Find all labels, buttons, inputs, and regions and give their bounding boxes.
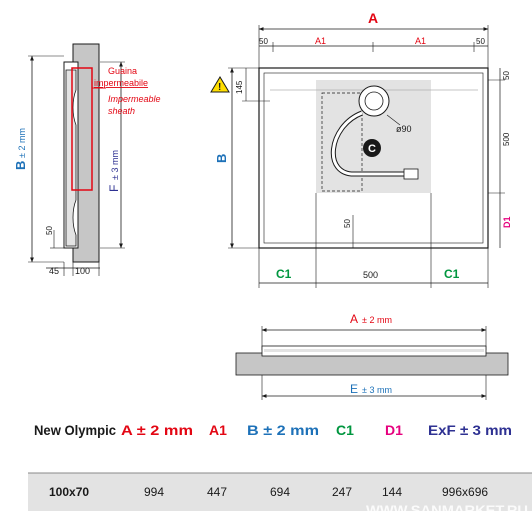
cell-a1: 447 xyxy=(207,485,227,499)
side-dim-50: 50 xyxy=(45,226,54,235)
side-f-label: F xyxy=(107,185,121,192)
front-e-tolerance: ± 3 mm xyxy=(362,385,392,395)
drain-letter: C xyxy=(368,143,376,155)
cell-exf: 996x696 xyxy=(442,485,488,499)
side-dim-100: 100 xyxy=(75,266,90,276)
drain-coupling xyxy=(403,168,419,180)
drain-marker xyxy=(363,139,381,157)
cell-d1: 144 xyxy=(382,485,402,499)
header-a: A ± 2 mm xyxy=(121,422,193,438)
cell-b: 694 xyxy=(270,485,290,499)
header-name: New Olympic xyxy=(34,422,116,438)
side-b-label: B xyxy=(13,161,28,170)
guaina-label: Guaina xyxy=(108,66,137,76)
side-b-tolerance: ± 2 mm xyxy=(17,128,27,158)
top-c1-left: C1 xyxy=(276,267,292,281)
watermark: WWW.SANMARKET.RU xyxy=(366,502,528,518)
front-view: A ± 2 mm E ± 3 mm xyxy=(235,312,509,400)
header-b: B ± 2 mm xyxy=(247,422,319,438)
svg-text:!: ! xyxy=(218,82,221,93)
table-row-background xyxy=(28,473,532,511)
top-dim-50-right: 50 xyxy=(476,37,485,46)
front-a-tolerance: ± 2 mm xyxy=(362,315,392,325)
top-a1-right: A1 xyxy=(415,36,426,46)
cell-c1: 247 xyxy=(332,485,352,499)
header-c1: C1 xyxy=(336,422,354,438)
top-dim-50-drain: 50 xyxy=(343,219,352,228)
table-row: 100x70 994 447 694 247 144 996x696 xyxy=(49,485,488,499)
cell-a: 994 xyxy=(144,485,164,499)
impermeable-label: Impermeable xyxy=(108,94,161,104)
front-a-label: A xyxy=(350,312,358,326)
table-header: New Olympic A ± 2 mm A1 B ± 2 mm C1 D1 E… xyxy=(34,422,512,438)
top-dim-500-right: 500 xyxy=(502,132,511,146)
top-view: A 50 A1 A1 50 ø90 C B xyxy=(210,10,512,288)
top-a1-left: A1 xyxy=(315,36,326,46)
tray-inner xyxy=(263,72,484,244)
top-d1-label: D1 xyxy=(502,216,512,228)
side-dim-45: 45 xyxy=(49,266,59,276)
top-dim-50-side: 50 xyxy=(502,71,511,80)
warning-triangle-icon: ! xyxy=(210,76,230,93)
impermeable-sheath-frame xyxy=(71,67,93,191)
cell-name: 100x70 xyxy=(49,485,89,499)
top-dim-500-bottom: 500 xyxy=(363,270,378,280)
top-b-label: B xyxy=(214,154,229,163)
header-exf: ExF ± 3 mm xyxy=(428,422,512,438)
drain-dashed-area xyxy=(321,92,363,192)
header-a1: A1 xyxy=(209,422,227,438)
top-dim-50-left: 50 xyxy=(259,37,268,46)
spec-table: New Olympic A ± 2 mm A1 B ± 2 mm C1 D1 E… xyxy=(28,422,532,511)
drain-inner xyxy=(364,91,384,111)
top-c1-right: C1 xyxy=(444,267,460,281)
front-e-label: E xyxy=(350,382,358,396)
side-view: B ± 2 mm F ± 3 mm Guaina impermeabile Im… xyxy=(13,43,161,276)
tray-profile xyxy=(65,69,77,247)
drain-outer xyxy=(358,85,390,117)
drain-diameter: ø90 xyxy=(396,124,412,134)
side-f-tolerance: ± 3 mm xyxy=(110,150,120,180)
top-dim-145: 145 xyxy=(235,80,244,94)
impermeabile-label: impermeabile xyxy=(94,78,148,88)
sheath-label: sheath xyxy=(108,106,135,116)
top-a-label: A xyxy=(368,10,378,26)
header-d1: D1 xyxy=(385,422,403,438)
